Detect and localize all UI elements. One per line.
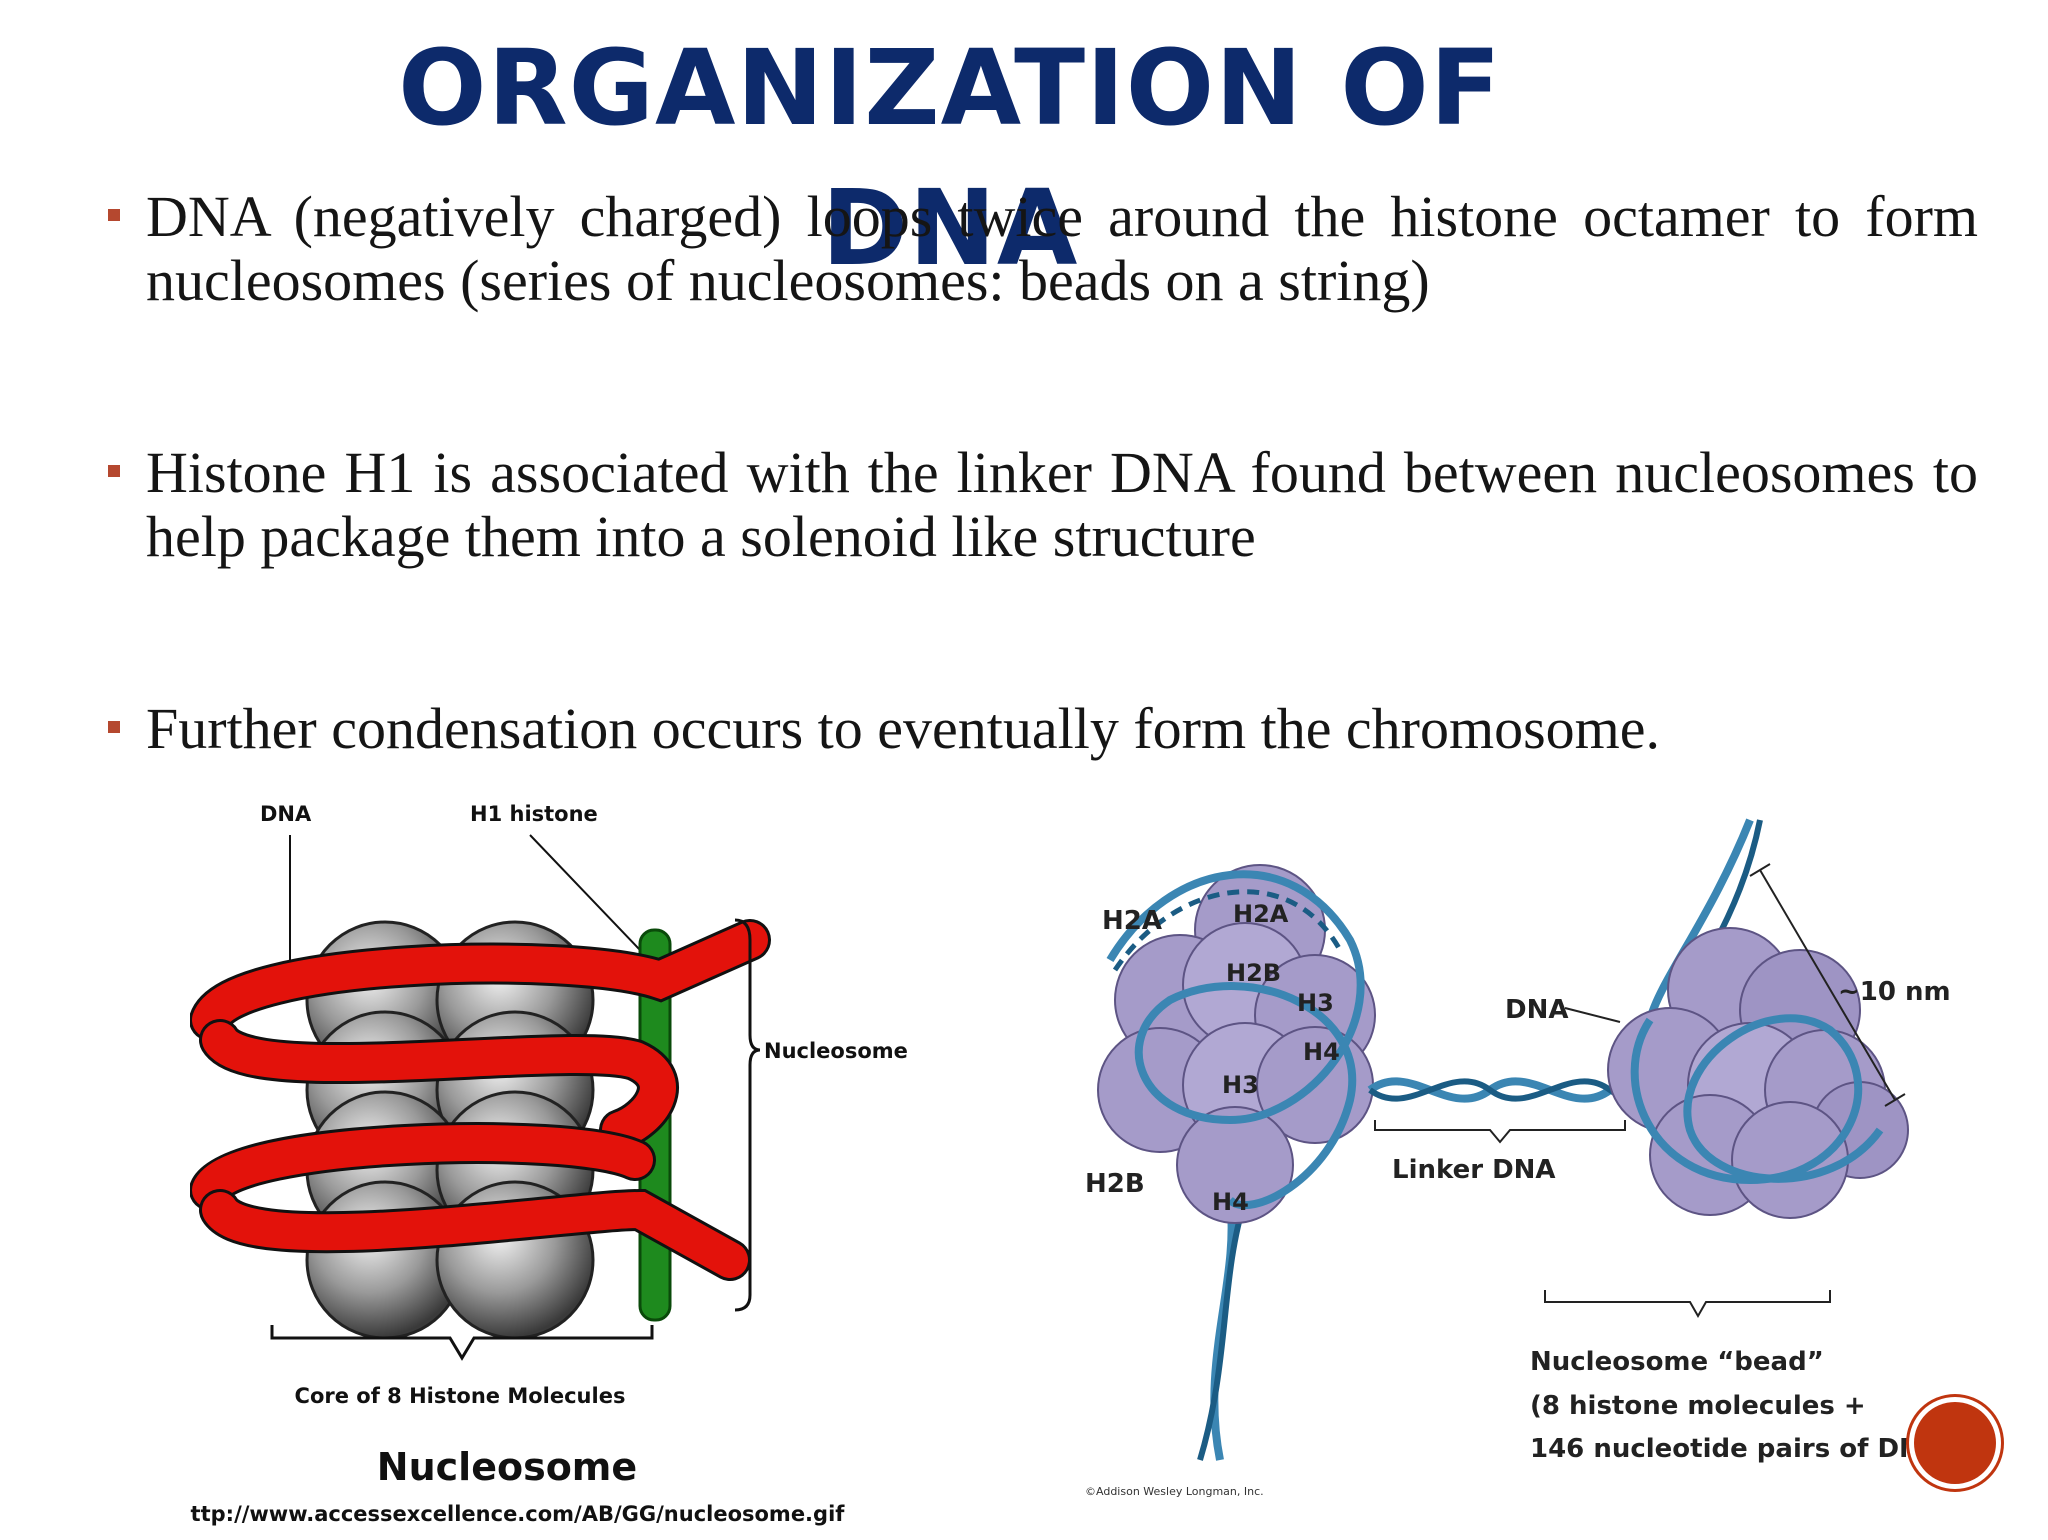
label-h2a: H2A	[1102, 906, 1162, 936]
bullet-text: Histone H1 is associated with the linker…	[146, 440, 1978, 569]
dna-ribbon	[192, 1125, 653, 1208]
label-h2b: H2B	[1226, 959, 1281, 987]
dna-ribbon	[202, 1191, 748, 1278]
bullet-item: Further condensation occurs to eventuall…	[108, 697, 1978, 761]
bead-bracket	[1544, 1290, 1831, 1319]
dna-helix-strand	[1106, 870, 1365, 1209]
dna-helix-strand	[1630, 1014, 1884, 1185]
bullet-marker	[108, 465, 120, 477]
bullet-text: DNA (negatively charged) loops twice aro…	[146, 184, 1978, 313]
dna-helix-strand	[1197, 1199, 1248, 1461]
label-h4: H4	[1303, 1038, 1340, 1066]
label-core: Core of 8 Histone Molecules	[295, 1384, 626, 1408]
bullet-item: DNA (negatively charged) loops twice aro…	[108, 185, 1978, 313]
source-url: http://www.accessexcellence.com/AB/GG/nu…	[190, 1502, 845, 1526]
label-h3: H3	[1297, 989, 1334, 1017]
pointer-line	[529, 834, 641, 951]
label-bead-detail: 146 nucleotide pairs of DNA)	[1530, 1434, 1953, 1464]
label-dna: DNA	[1505, 995, 1568, 1025]
label-h4: H4	[1212, 1188, 1249, 1216]
label-bead-detail: (8 histone molecules +	[1530, 1391, 1866, 1421]
figure-caption: Nucleosome	[377, 1445, 637, 1489]
linker-dna-illustration: H2A H2A H2B H3 H4 H3 H2B H4 DNA ~10 nm L…	[1085, 818, 1953, 1498]
label-linker-dna: Linker DNA	[1392, 1155, 1556, 1185]
label-h2a: H2A	[1233, 900, 1289, 928]
dna-helix-strand	[1112, 889, 1343, 972]
bullet-marker	[108, 721, 120, 733]
dna-helix-strand	[1210, 1199, 1236, 1461]
bullet-text: Further condensation occurs to eventuall…	[146, 696, 1661, 761]
nucleosome-bracket	[734, 918, 761, 1312]
pointer-line	[1564, 1007, 1621, 1023]
nucleosome-diagram: DNA H1 histone Nucleosome Core of 8 Hist…	[176, 790, 950, 1536]
bullet-item: Histone H1 is associated with the linker…	[108, 441, 1978, 569]
label-h2b: H2B	[1085, 1169, 1145, 1199]
linker-bracket	[1374, 1120, 1626, 1144]
label-size: ~10 nm	[1838, 977, 1951, 1007]
histone-bead	[1176, 1106, 1294, 1224]
bullet-marker	[108, 209, 120, 221]
copyright-note: ©Addison Wesley Longman, Inc.	[1085, 1485, 1264, 1498]
label-nucleosome: Nucleosome	[764, 1039, 908, 1063]
histone-bead	[1731, 1101, 1849, 1219]
label-bead: Nucleosome “bead”	[1530, 1347, 1824, 1377]
label-dna: DNA	[260, 802, 312, 826]
core-bracket	[270, 1325, 654, 1361]
slide-title: ORGANIZATION OF DNA	[398, 27, 1502, 289]
circle-next-icon[interactable]	[1914, 1402, 1996, 1484]
label-h3: H3	[1222, 1071, 1259, 1099]
measure-tick	[1884, 1093, 1906, 1107]
label-h1-histone: H1 histone	[470, 802, 598, 826]
measure-tick	[1749, 863, 1771, 877]
nucleosome-illustration: DNA H1 histone Nucleosome Core of 8 Hist…	[176, 802, 908, 1526]
dna-ribbon	[202, 1022, 676, 1148]
dna-ribbon	[192, 922, 768, 1038]
beads-on-string-diagram: H2A H2A H2B H3 H4 H3 H2B H4 DNA ~10 nm L…	[1050, 800, 1970, 1520]
measure-line	[1759, 869, 1896, 1101]
